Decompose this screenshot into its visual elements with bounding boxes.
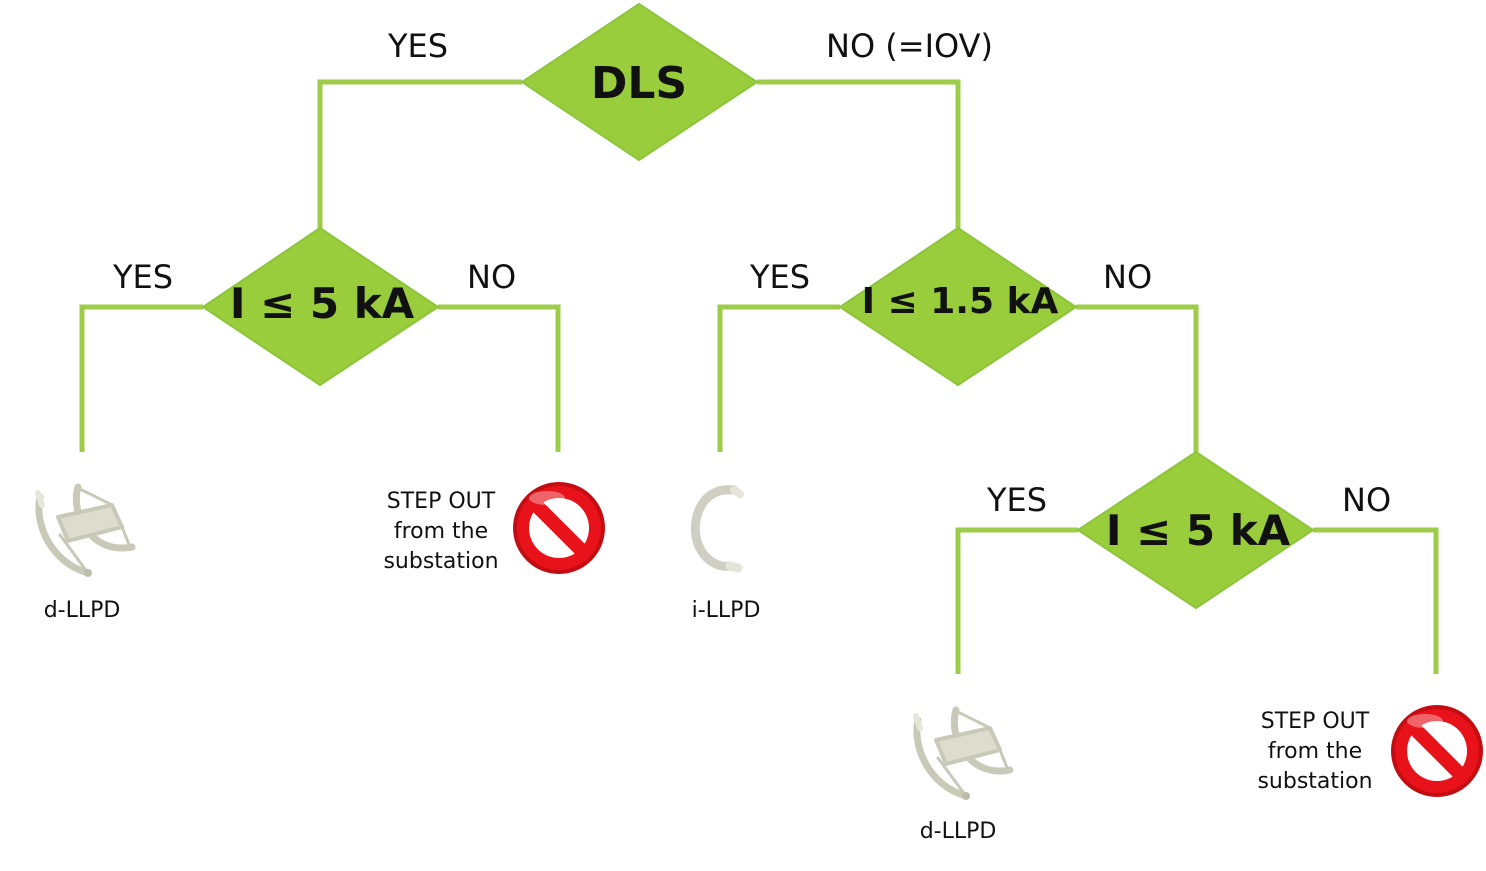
connector-left-yes xyxy=(79,304,203,452)
decision-diamond-left xyxy=(201,226,440,387)
decision-diamond-root xyxy=(520,2,759,162)
connector-right-no xyxy=(1076,304,1199,452)
step-out-line-3: substation xyxy=(383,549,499,574)
no-entry-icon xyxy=(513,482,605,574)
outcome-label-d-llpd-2: d-LLPD xyxy=(919,819,997,844)
decision-text-left: I ≤ 5 kA xyxy=(229,279,415,328)
decision-diamond-lower xyxy=(1076,450,1315,610)
connector-left-no xyxy=(438,304,561,452)
decision-diamond-right xyxy=(838,226,1078,387)
step-out-line-2: from the xyxy=(393,519,489,544)
branch-label-lower-no: NO xyxy=(1342,481,1392,519)
branch-label-right-no: NO xyxy=(1103,258,1153,296)
step-out-line-1: STEP OUT xyxy=(386,489,496,514)
i-llpd-device-icon xyxy=(690,485,744,573)
connector-lower-no xyxy=(1313,527,1439,674)
branch-label-right-yes: YES xyxy=(750,258,811,296)
decision-text-right: I ≤ 1.5 kA xyxy=(861,281,1059,322)
connector-right-yes xyxy=(717,304,840,452)
step-out-line-1: STEP OUT xyxy=(1260,709,1370,734)
branch-label-left-no: NO xyxy=(467,258,517,296)
connector-root-yes xyxy=(317,79,522,228)
d-llpd-device-icon-2 xyxy=(913,706,1014,800)
branch-label-root-no: NO (=IOV) xyxy=(826,27,994,65)
outcome-step-out-2: STEP OUT from the substation xyxy=(1240,707,1390,797)
outcome-label-d-llpd: d-LLPD xyxy=(43,598,121,623)
outcome-step-out-1: STEP OUT from the substation xyxy=(366,487,516,577)
no-entry-icon-2 xyxy=(1391,705,1483,797)
outcome-label-i-llpd: i-LLPD xyxy=(691,598,761,623)
connector-root-no xyxy=(757,79,961,228)
decision-text-root: DLS xyxy=(590,58,688,109)
connector-lower-yes xyxy=(955,527,1078,674)
d-llpd-device-icon xyxy=(35,483,136,577)
decision-text-lower: I ≤ 5 kA xyxy=(1105,506,1291,555)
branch-label-lower-yes: YES xyxy=(987,481,1048,519)
branch-label-left-yes: YES xyxy=(113,258,174,296)
step-out-line-3: substation xyxy=(1257,769,1373,794)
branch-label-root-yes: YES xyxy=(388,27,449,65)
step-out-line-2: from the xyxy=(1267,739,1363,764)
